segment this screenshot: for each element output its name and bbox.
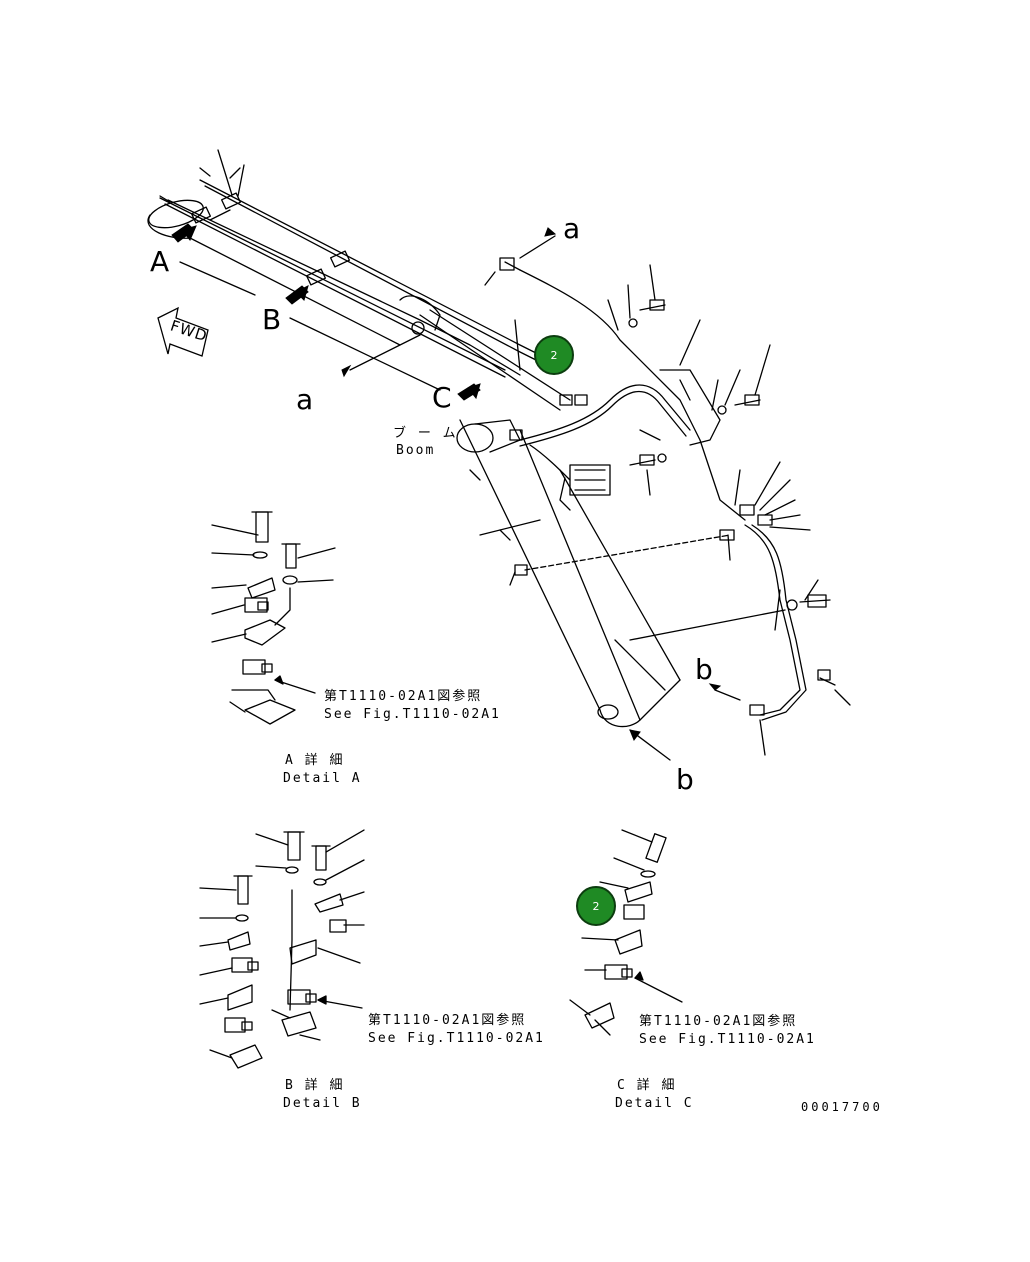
boom-outline: [419, 309, 681, 728]
detail-c-ref-jp: 第T1110-02A1図参照: [639, 1014, 798, 1029]
right-fittings: [499, 257, 836, 716]
section-letter-a-bottom: a: [296, 383, 314, 416]
arm-clamps: [159, 149, 351, 286]
leader-lines: [349, 235, 851, 761]
detail-b-title-en: Detail B: [283, 1096, 362, 1111]
detail-b-ref-en: See Fig.T1110-02A1: [368, 1031, 545, 1046]
detail-c-parts: [569, 829, 683, 1036]
view-letter-b-upper: B: [262, 303, 282, 336]
boom-label-jp: ブ ー ム: [393, 426, 458, 441]
detail-c-title-jp: C 詳 細: [617, 1078, 677, 1093]
fwd-arrow: [157, 306, 209, 357]
detail-b-parts: [199, 829, 365, 1069]
boom-hoses: [504, 261, 807, 721]
detail-a-parts: [211, 511, 336, 725]
view-arrows: [171, 223, 722, 742]
detail-a-ref-en: See Fig.T1110-02A1: [324, 707, 501, 722]
valve-block: [559, 464, 611, 511]
detail-c-title-en: Detail C: [615, 1096, 694, 1111]
callout-part-2-detail-c[interactable]: 2: [576, 886, 616, 926]
detail-b-ref-jp: 第T1110-02A1図参照: [368, 1013, 527, 1028]
detail-a-ref-jp: 第T1110-02A1図参照: [324, 689, 483, 704]
boom-label-en: Boom: [396, 443, 436, 458]
view-letter-a-upper: A: [150, 245, 170, 278]
section-letter-b-top: b: [695, 653, 713, 686]
callout-part-2-main[interactable]: 2: [534, 335, 574, 375]
section-letter-b-bottom: b: [676, 763, 694, 796]
view-letter-c-upper: C: [432, 381, 452, 414]
detail-b-title-jp: B 詳 細: [285, 1078, 345, 1093]
drawing-number: 00017700: [801, 1100, 883, 1114]
detail-c-ref-en: See Fig.T1110-02A1: [639, 1032, 816, 1047]
detail-a-title-jp: A 詳 細: [285, 753, 345, 768]
arm-hoses: [159, 167, 561, 378]
detail-a-title-en: Detail A: [283, 771, 362, 786]
section-letter-a-top: a: [563, 212, 581, 245]
